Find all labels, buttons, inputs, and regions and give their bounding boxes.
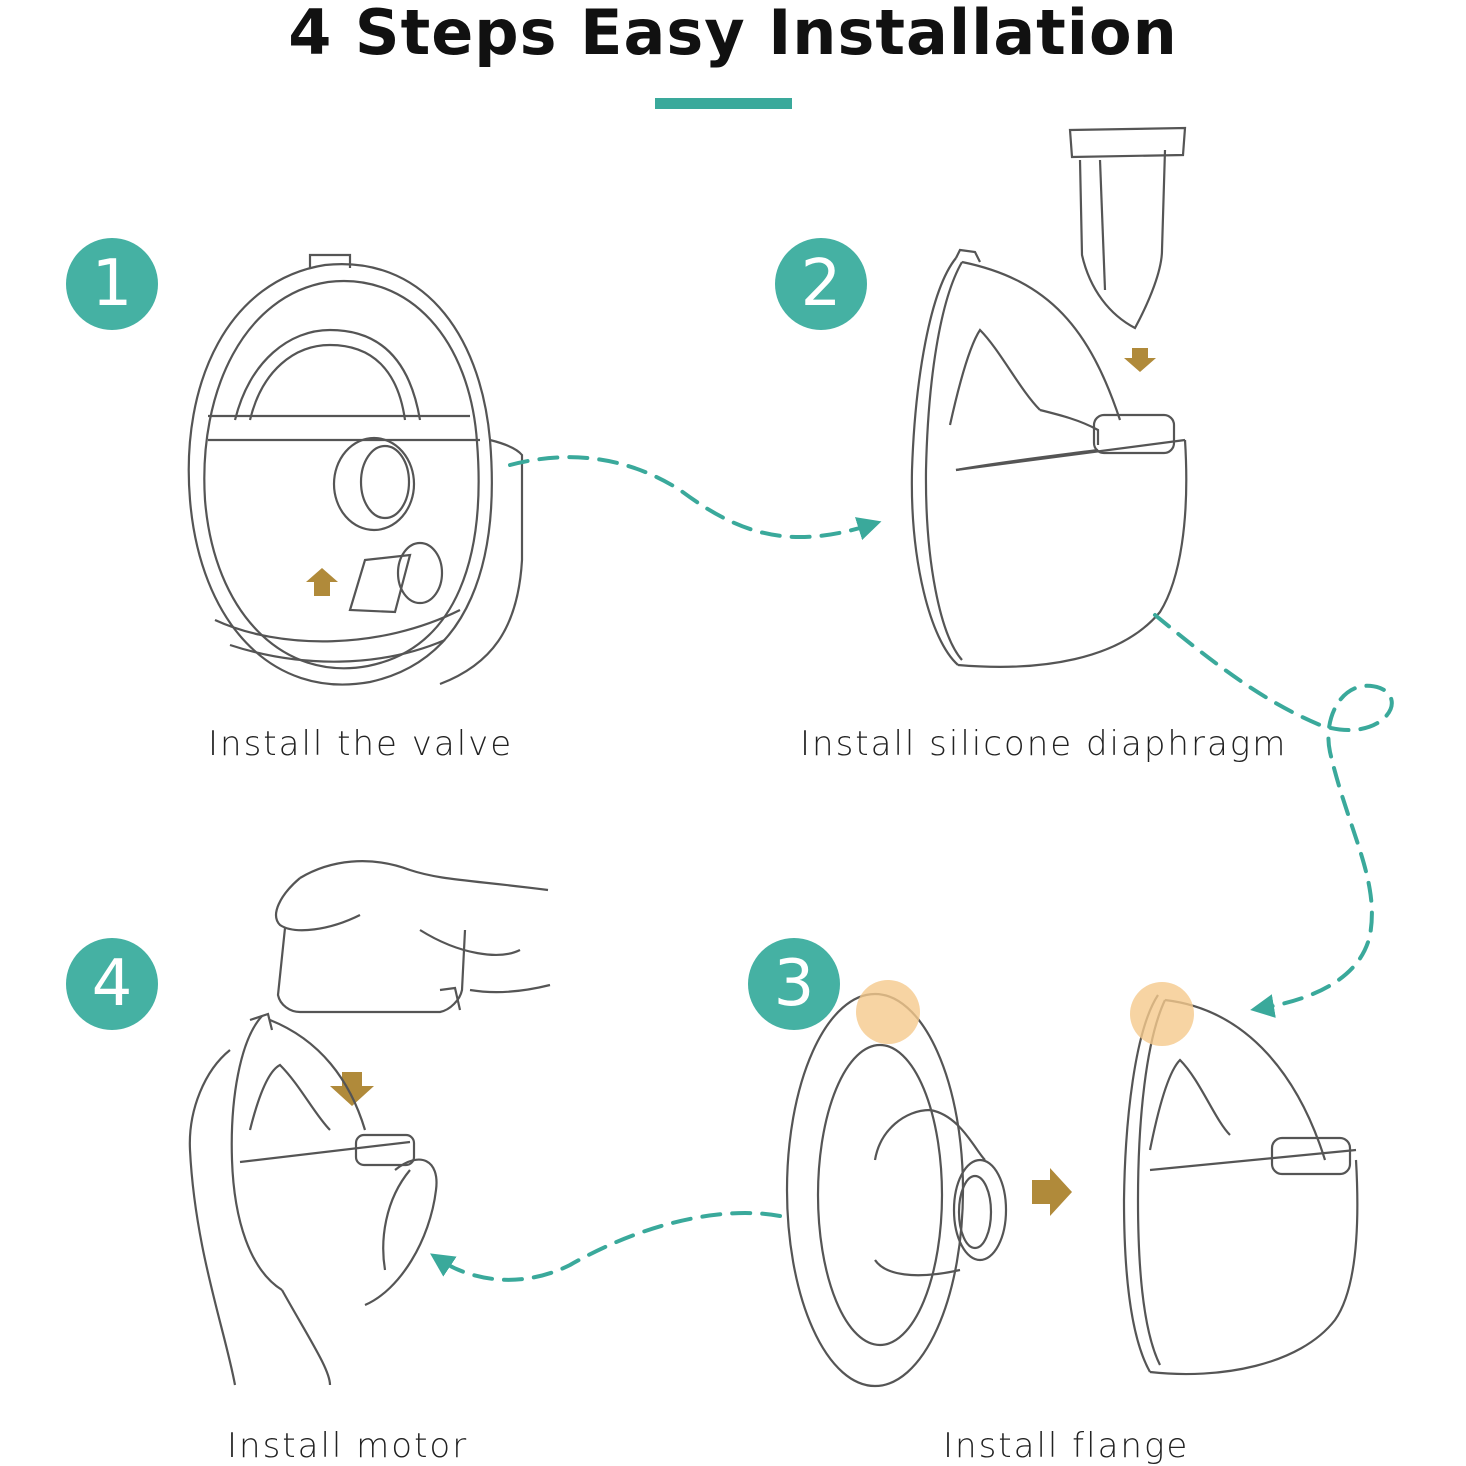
page-title: 4 Steps Easy Installation bbox=[288, 0, 1178, 69]
step-3-right-arrow-icon bbox=[1032, 1168, 1072, 1216]
step-3-body-illustration bbox=[1122, 994, 1359, 1376]
step-2-diaphragm-illustration bbox=[910, 126, 1188, 668]
title-underline bbox=[655, 98, 792, 109]
step-2-badge: 2 bbox=[775, 238, 867, 330]
step-4-down-arrow-icon bbox=[330, 1072, 374, 1106]
step-3-flange-highlight bbox=[856, 980, 920, 1044]
step-3-badge: 3 bbox=[748, 938, 840, 1030]
step-3-flange-illustration bbox=[785, 992, 1008, 1388]
step-4-motor-illustration bbox=[274, 860, 551, 1014]
step-1-valve-illustration bbox=[187, 253, 524, 686]
step-3-body-highlight bbox=[1130, 982, 1194, 1046]
step-1-badge: 1 bbox=[66, 238, 158, 330]
flow-connectors bbox=[430, 455, 1394, 1282]
step-4-hand-illustration bbox=[188, 1012, 438, 1386]
step-2-caption: Install silicone diaphragm bbox=[800, 724, 1288, 764]
step-3-caption: Install flange bbox=[943, 1426, 1190, 1466]
step-4-caption: Install motor bbox=[227, 1426, 469, 1466]
step-1-up-arrow-icon bbox=[306, 568, 338, 596]
step-1-caption: Install the valve bbox=[208, 724, 514, 764]
step-2-down-arrow-icon bbox=[1124, 348, 1156, 372]
step-4-badge: 4 bbox=[66, 938, 158, 1030]
